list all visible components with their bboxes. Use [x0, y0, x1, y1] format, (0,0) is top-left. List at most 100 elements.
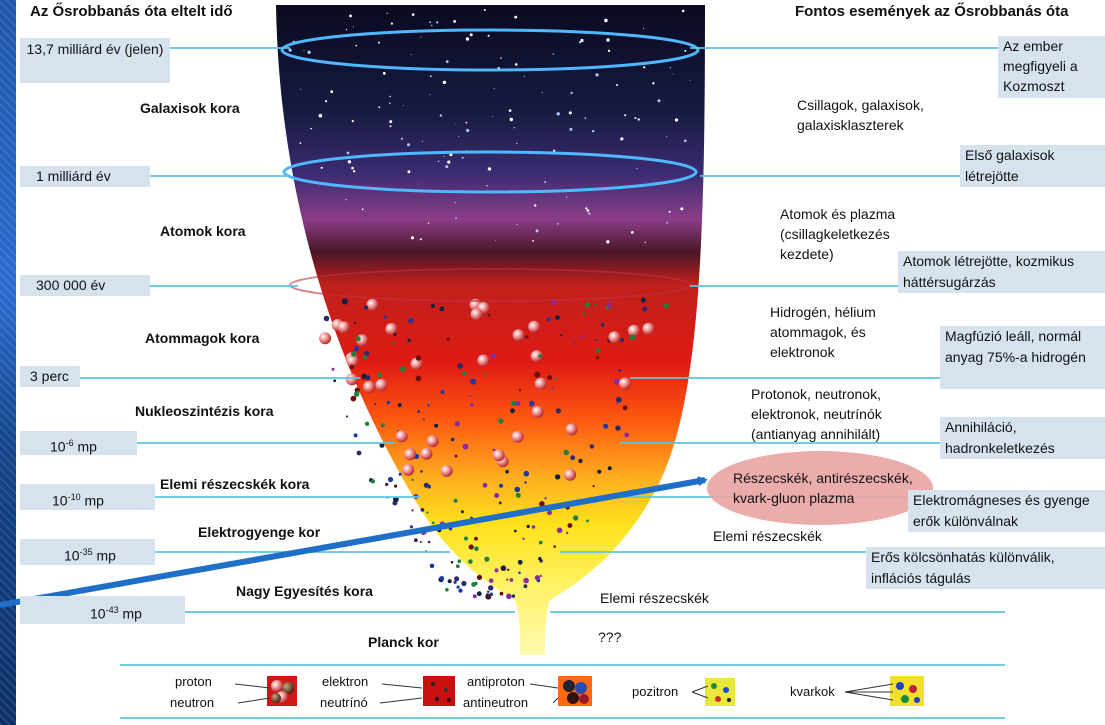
particle-dot — [447, 338, 450, 341]
particle-dot — [454, 576, 459, 581]
particle-dot — [488, 595, 492, 599]
particle-dot — [346, 415, 348, 417]
time-label-1e-43: 10-43 mp — [20, 596, 185, 624]
particle-dot — [564, 450, 570, 456]
event-atoms-formed: Atomok létrejötte, kozmikus háttérsugárz… — [898, 251, 1105, 293]
particle-dot — [516, 401, 521, 406]
particle-dot — [458, 589, 462, 593]
star-dot — [362, 208, 364, 210]
particle-dot — [510, 408, 515, 413]
particle-dot — [564, 469, 576, 481]
particle-dot — [456, 564, 460, 568]
particle-dot — [512, 431, 524, 443]
particle-dot — [410, 525, 413, 528]
particle-dot — [434, 424, 438, 428]
particle-dot — [593, 485, 595, 487]
star-dot — [620, 137, 623, 140]
particle-dot — [557, 528, 563, 534]
particle-dot — [560, 334, 562, 336]
particle-dot — [377, 373, 382, 378]
particle-dot — [427, 435, 439, 447]
event-strong-force-split: Erős kölcsönhatás különválik, inflációs … — [866, 547, 1105, 589]
star-dot — [307, 51, 310, 54]
particle-dot — [441, 465, 453, 477]
star-dot — [542, 92, 543, 93]
particle-dot — [319, 332, 331, 344]
particle-dot — [462, 372, 467, 377]
star-dot — [349, 15, 352, 18]
particle-dot — [338, 321, 350, 333]
particle-dot — [356, 391, 359, 394]
star-dot — [431, 25, 432, 26]
era-elementary-particles: Elemi részecskék kora — [160, 476, 309, 492]
particle-dot — [570, 455, 575, 460]
star-dot — [300, 142, 302, 144]
star-dot — [411, 54, 412, 55]
particle-dot — [454, 581, 457, 584]
star-dot — [293, 237, 295, 239]
star-dot — [466, 37, 469, 40]
particle-dot — [362, 355, 367, 360]
star-dot — [557, 223, 559, 225]
star-dot — [401, 138, 403, 140]
particle-dot — [538, 354, 542, 358]
particle-dot — [596, 348, 601, 353]
particle-dot — [364, 305, 368, 309]
particle-dot — [540, 575, 542, 577]
era-atoms: Atomok kora — [160, 223, 246, 239]
star-dot — [492, 116, 493, 117]
particle-dot — [420, 448, 432, 460]
era-planck: Planck kor — [368, 634, 439, 650]
particle-dot — [408, 339, 411, 342]
star-dot — [643, 66, 645, 68]
particle-dot — [590, 444, 594, 448]
particle-dot — [367, 299, 379, 311]
particle-dot — [427, 404, 429, 406]
star-dot — [346, 29, 347, 30]
content-stars-galaxies: Csillagok, galaxisok, galaxisklaszterek — [797, 95, 957, 135]
particle-dot — [618, 369, 621, 372]
particle-dot — [623, 405, 628, 410]
star-dot — [643, 28, 644, 29]
star-dot — [579, 41, 581, 43]
time-label-present: 13,7 milliárd év (jelen) — [20, 38, 170, 83]
particle-dot — [483, 483, 488, 488]
time-label-1e-35: 10-35 mp — [20, 539, 155, 565]
particle-dot — [538, 557, 541, 560]
particle-dot — [556, 408, 561, 413]
star-dot — [391, 23, 393, 25]
particle-dot — [495, 568, 499, 572]
star-dot — [422, 141, 423, 142]
star-dot — [330, 90, 333, 93]
star-dot — [509, 116, 510, 117]
particle-dot — [527, 525, 530, 528]
star-dot — [389, 120, 392, 123]
particle-dot — [474, 537, 478, 541]
star-dot — [310, 128, 312, 130]
particle-dot — [518, 572, 521, 575]
star-dot — [514, 127, 515, 128]
star-dot — [407, 170, 410, 173]
particle-dot — [568, 523, 573, 528]
star-dot — [355, 45, 357, 47]
particle-dot — [388, 477, 393, 482]
star-dot — [403, 105, 404, 106]
star-dot — [500, 57, 502, 59]
particle-dot — [525, 335, 529, 339]
star-dot — [353, 26, 354, 27]
star-dot — [606, 38, 609, 41]
star-dot — [345, 199, 346, 200]
particle-dot — [643, 323, 655, 335]
star-dot — [553, 53, 554, 54]
era-electroweak: Elektrogyenge kor — [198, 524, 320, 540]
particle-dot — [494, 493, 499, 498]
particle-dot — [524, 584, 528, 588]
particle-dot — [477, 575, 482, 580]
star-dot — [515, 63, 518, 66]
particle-dot — [448, 579, 452, 583]
particle-dot — [469, 395, 471, 397]
particle-dot — [470, 379, 476, 385]
particle-dot — [414, 538, 418, 542]
star-dot — [616, 84, 618, 86]
particle-dot — [381, 423, 385, 427]
